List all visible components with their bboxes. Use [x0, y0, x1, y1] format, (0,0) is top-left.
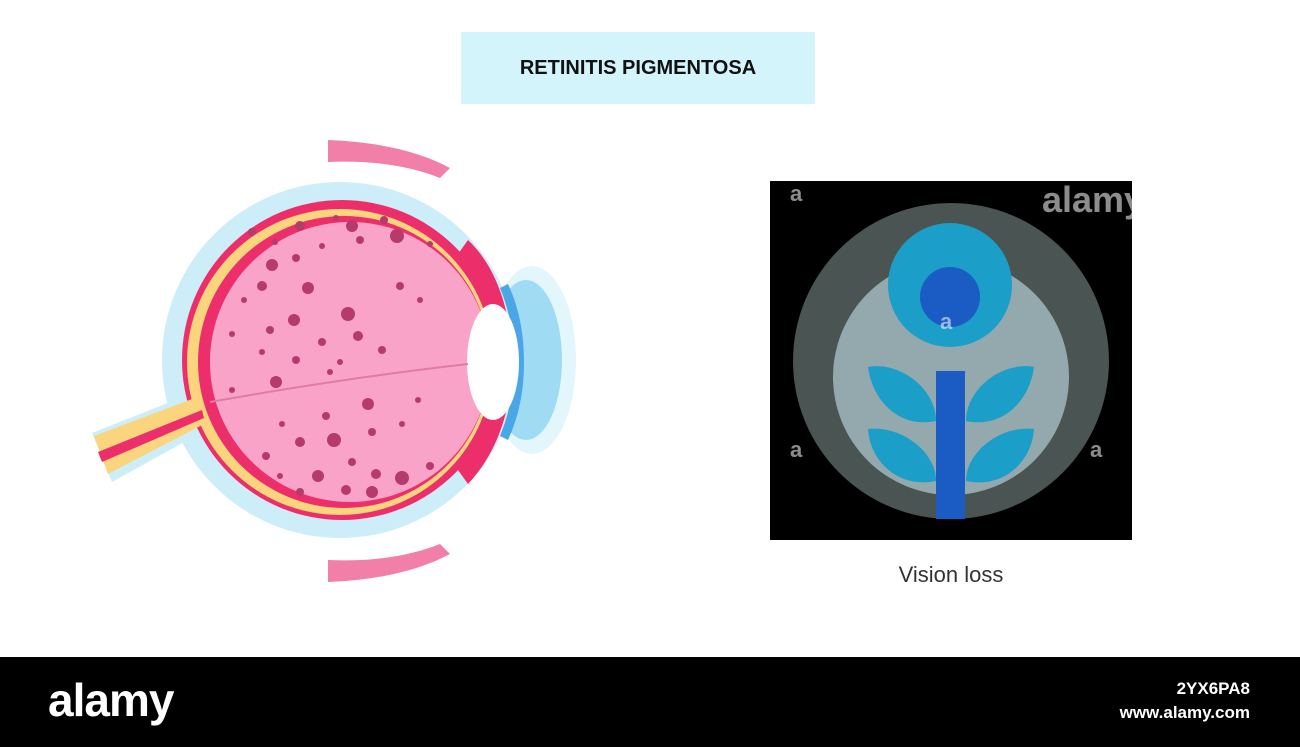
- flower-head-center: [920, 267, 980, 327]
- page-title: RETINITIS PIGMENTOSA: [519, 56, 757, 79]
- flower-stem: [936, 371, 965, 519]
- watermark-small: a: [790, 181, 803, 206]
- brand-logo: alamy: [48, 674, 174, 726]
- leaf-upper-left: [868, 366, 936, 423]
- watermark-small: a: [1090, 437, 1103, 462]
- pigment-deposits: [229, 215, 434, 498]
- watermark-large: alamy: [1042, 179, 1145, 220]
- lower-eye-muscle: [328, 544, 450, 582]
- leaf-lower-left: [868, 428, 936, 483]
- footer-bar: alamy 2YX6PA8 www.alamy.com: [0, 657, 1300, 747]
- vision-loss-caption: Vision loss: [898, 562, 1004, 587]
- title-box: RETINITIS PIGMENTOSA: [461, 32, 815, 104]
- upper-eye-muscle: [328, 140, 450, 178]
- eye-cross-section-illustration: [92, 140, 576, 582]
- optic-nerve-red: [98, 410, 204, 462]
- leaf-upper-right: [966, 366, 1034, 423]
- iris: [500, 284, 524, 440]
- vitreous-canal: [209, 363, 469, 403]
- ciliary-body: [458, 240, 512, 484]
- image-id: 2YX6PA8: [1176, 679, 1250, 698]
- vitreous-body: [210, 222, 490, 502]
- lens: [467, 304, 519, 420]
- watermark-small: a: [940, 309, 953, 334]
- site-url: www.alamy.com: [1119, 703, 1250, 722]
- flower-vision-illustration: [770, 181, 1132, 540]
- vision-loss-panel: a alamy a a a: [770, 179, 1144, 540]
- leaf-lower-right: [966, 428, 1034, 483]
- watermark-small: a: [790, 437, 803, 462]
